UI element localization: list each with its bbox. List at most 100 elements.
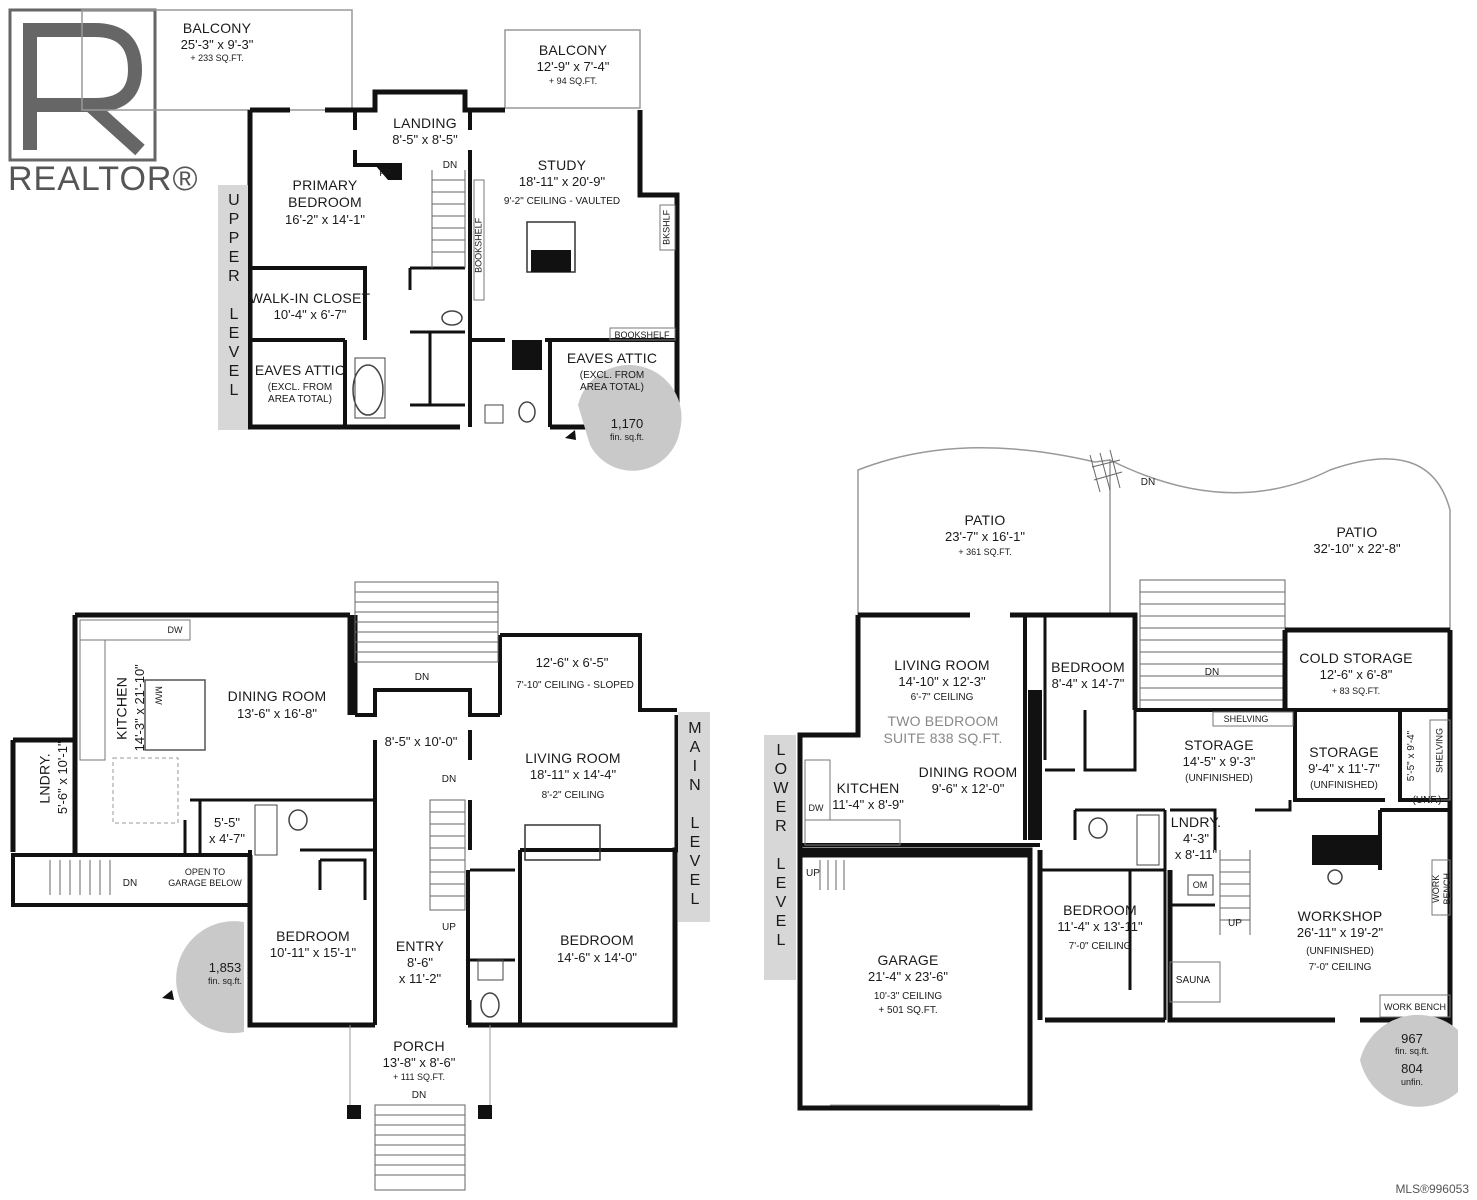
room-name: BEDROOM (1051, 659, 1125, 675)
room-name: TWO BEDROOM SUITE 838 SQ.FT. (883, 713, 1003, 746)
stairs-down-label: DN (1140, 477, 1156, 488)
room-name: PORCH (393, 1038, 445, 1054)
stairs-down-label: DN (122, 878, 138, 889)
shelving-label: SHELVING (1223, 714, 1269, 724)
bookshelf-label: BOOKSHELF (614, 330, 670, 340)
room-dim: 12'-6" x 6'-8" (1319, 667, 1393, 682)
room-name: LANDING (393, 115, 457, 131)
stairs-down-label: DN (1204, 667, 1220, 678)
room-extra: (UNFINISHED) (1310, 780, 1378, 791)
room-dim: 9'-4" x 11'-7" (1308, 761, 1380, 776)
lower-level-tab (764, 735, 796, 980)
room-dim: 5'-5" x 9'-4" (1406, 730, 1417, 782)
room-name: PATIO (964, 512, 1006, 528)
dishwasher-label: DW (167, 625, 183, 635)
stairs-up-label: UP (1228, 918, 1242, 929)
room-dim: 5'-5" x 4'-7" (209, 815, 245, 846)
room-extra: 10'-3" CEILING + 501 SQ.FT. (873, 991, 943, 1016)
room-name: BEDROOM (560, 932, 634, 948)
room-dim: 4'-3" x 8'-11" (1174, 831, 1218, 862)
room-extra: (UNFINISHED) (1185, 773, 1253, 784)
room-extra: + 233 SQ.FT. (190, 53, 244, 63)
room-extra: 9'-2" CEILING - VAULTED (503, 196, 621, 207)
upper-level-tab-text: UPPER LEVEL (225, 192, 243, 401)
lower-unfin: 804 (1401, 1061, 1423, 1076)
room-dim: 8'-6" x 11'-2" (398, 955, 442, 986)
room-dim: 8'-5" x 8'-5" (392, 132, 458, 147)
fireplace-label: FP (379, 168, 391, 178)
room-name: SAUNA (1175, 975, 1211, 986)
room-name: DINING ROOM (918, 764, 1018, 780)
shelving-label: SHELVING (1434, 727, 1445, 773)
room-dim: 10'-4" x 6'-7" (273, 307, 347, 322)
main-level-tab-text: MAIN LEVEL (686, 720, 704, 910)
room-name: PRIMARY BEDROOM (288, 177, 362, 210)
stairs-up-label: UP (442, 922, 456, 933)
room-dim: 25'-3" x 9'-3" (180, 37, 254, 52)
stairs-down-label: DN (441, 774, 457, 785)
room-name: LNDRY. (1170, 814, 1222, 830)
room-extra: + 83 SQ.FT. (1331, 686, 1381, 696)
room-dim: 10'-11" x 15'-1" (269, 945, 357, 960)
room-name: LIVING ROOM (894, 657, 990, 673)
main-level-tab (678, 712, 710, 922)
room-dim: 18'-11" x 14'-4" (529, 767, 617, 782)
upper-area-seal (578, 364, 682, 471)
room-extra: + 111 SQ.FT. (393, 1072, 445, 1082)
lower-area-seal (1360, 1014, 1458, 1107)
room-name: LIVING ROOM (525, 750, 621, 766)
work-bench-label: WORK BENCH (1383, 1002, 1447, 1012)
room-dim: 8'-5" x 10'-0" (384, 734, 458, 749)
oven-label: OM (1192, 880, 1208, 890)
main-area-unit: fin. sq.ft. (207, 976, 243, 986)
room-extra: 7'-0" CEILING (1068, 941, 1132, 952)
upper-area: 1,170 (610, 416, 644, 431)
room-name: STORAGE (1184, 737, 1254, 753)
room-name: WORKSHOP (1297, 908, 1383, 924)
room-name: BALCONY (538, 42, 608, 58)
room-name: LNDRY. (36, 753, 53, 804)
upper-level-plan (81, 9, 680, 440)
microwave-label: M/W (153, 686, 164, 705)
room-extra: 8'-2" CEILING (541, 790, 605, 801)
room-dim: 23'-7" x 16'-1" (945, 529, 1025, 544)
upper-level-label: UPPER LEVEL (221, 192, 246, 410)
mls-number: MLS®996053 (1395, 1182, 1469, 1196)
room-name: PATIO (1336, 524, 1378, 540)
room-dim: 13'-6" x 16'-8" (237, 706, 317, 721)
room-name: COLD STORAGE (1299, 650, 1413, 666)
upper-area-unit: fin. sq.ft. (609, 432, 645, 442)
room-extra: 6'-7" CEILING (910, 692, 974, 703)
open-to-garage-label: OPEN TO GARAGE BELOW (168, 867, 242, 888)
realtor-logo-text: REALTOR® (8, 160, 199, 198)
room-extra: (EXCL. FROM AREA TOTAL) (579, 370, 645, 393)
room-name: GARAGE (877, 952, 939, 968)
work-bench-label: WORK BENCH (1431, 873, 1452, 905)
room-name: STUDY (537, 157, 587, 173)
room-extra: + 94 SQ.FT. (548, 76, 598, 86)
main-level-plan (10, 581, 680, 1191)
room-dim: 18'-11" x 20'-9" (518, 174, 606, 189)
room-name: BALCONY (182, 20, 252, 36)
room-dim: 32'-10" x 22'-8" (1313, 541, 1401, 556)
room-dim: 11'-4" x 13'-11" (1057, 919, 1143, 934)
room-dim: 14'-10" x 12'-3" (898, 674, 986, 689)
room-dim: 11'-4" x 8'-9" (832, 797, 904, 812)
stairs-up-label: UP (806, 868, 820, 879)
room-name: DINING ROOM (227, 688, 327, 704)
room-dim: 5'-6" x 10'-1" (55, 741, 71, 815)
room-dim: 26'-11" x 19'-2" (1296, 925, 1384, 940)
room-extra: 7'-10" CEILING - SLOPED (516, 680, 634, 691)
main-area-seal (176, 921, 244, 1034)
room-extra: (UNFINISHED) 7'-0" CEILING (1306, 946, 1374, 973)
room-dim: 14'-6" x 14'-0" (557, 950, 637, 965)
lower-level-label: LOWER LEVEL (768, 742, 793, 960)
main-area: 1,853 (208, 960, 242, 975)
upper-level-tab (218, 185, 248, 430)
main-level-label: MAIN LEVEL (682, 720, 707, 919)
room-name: KITCHEN (113, 676, 130, 740)
room-dim: 16'-2" x 14'-1" (285, 212, 365, 227)
stairs-down-label: DN (411, 1090, 427, 1101)
room-dim: 14'-3" x 21'-10" (132, 664, 148, 752)
